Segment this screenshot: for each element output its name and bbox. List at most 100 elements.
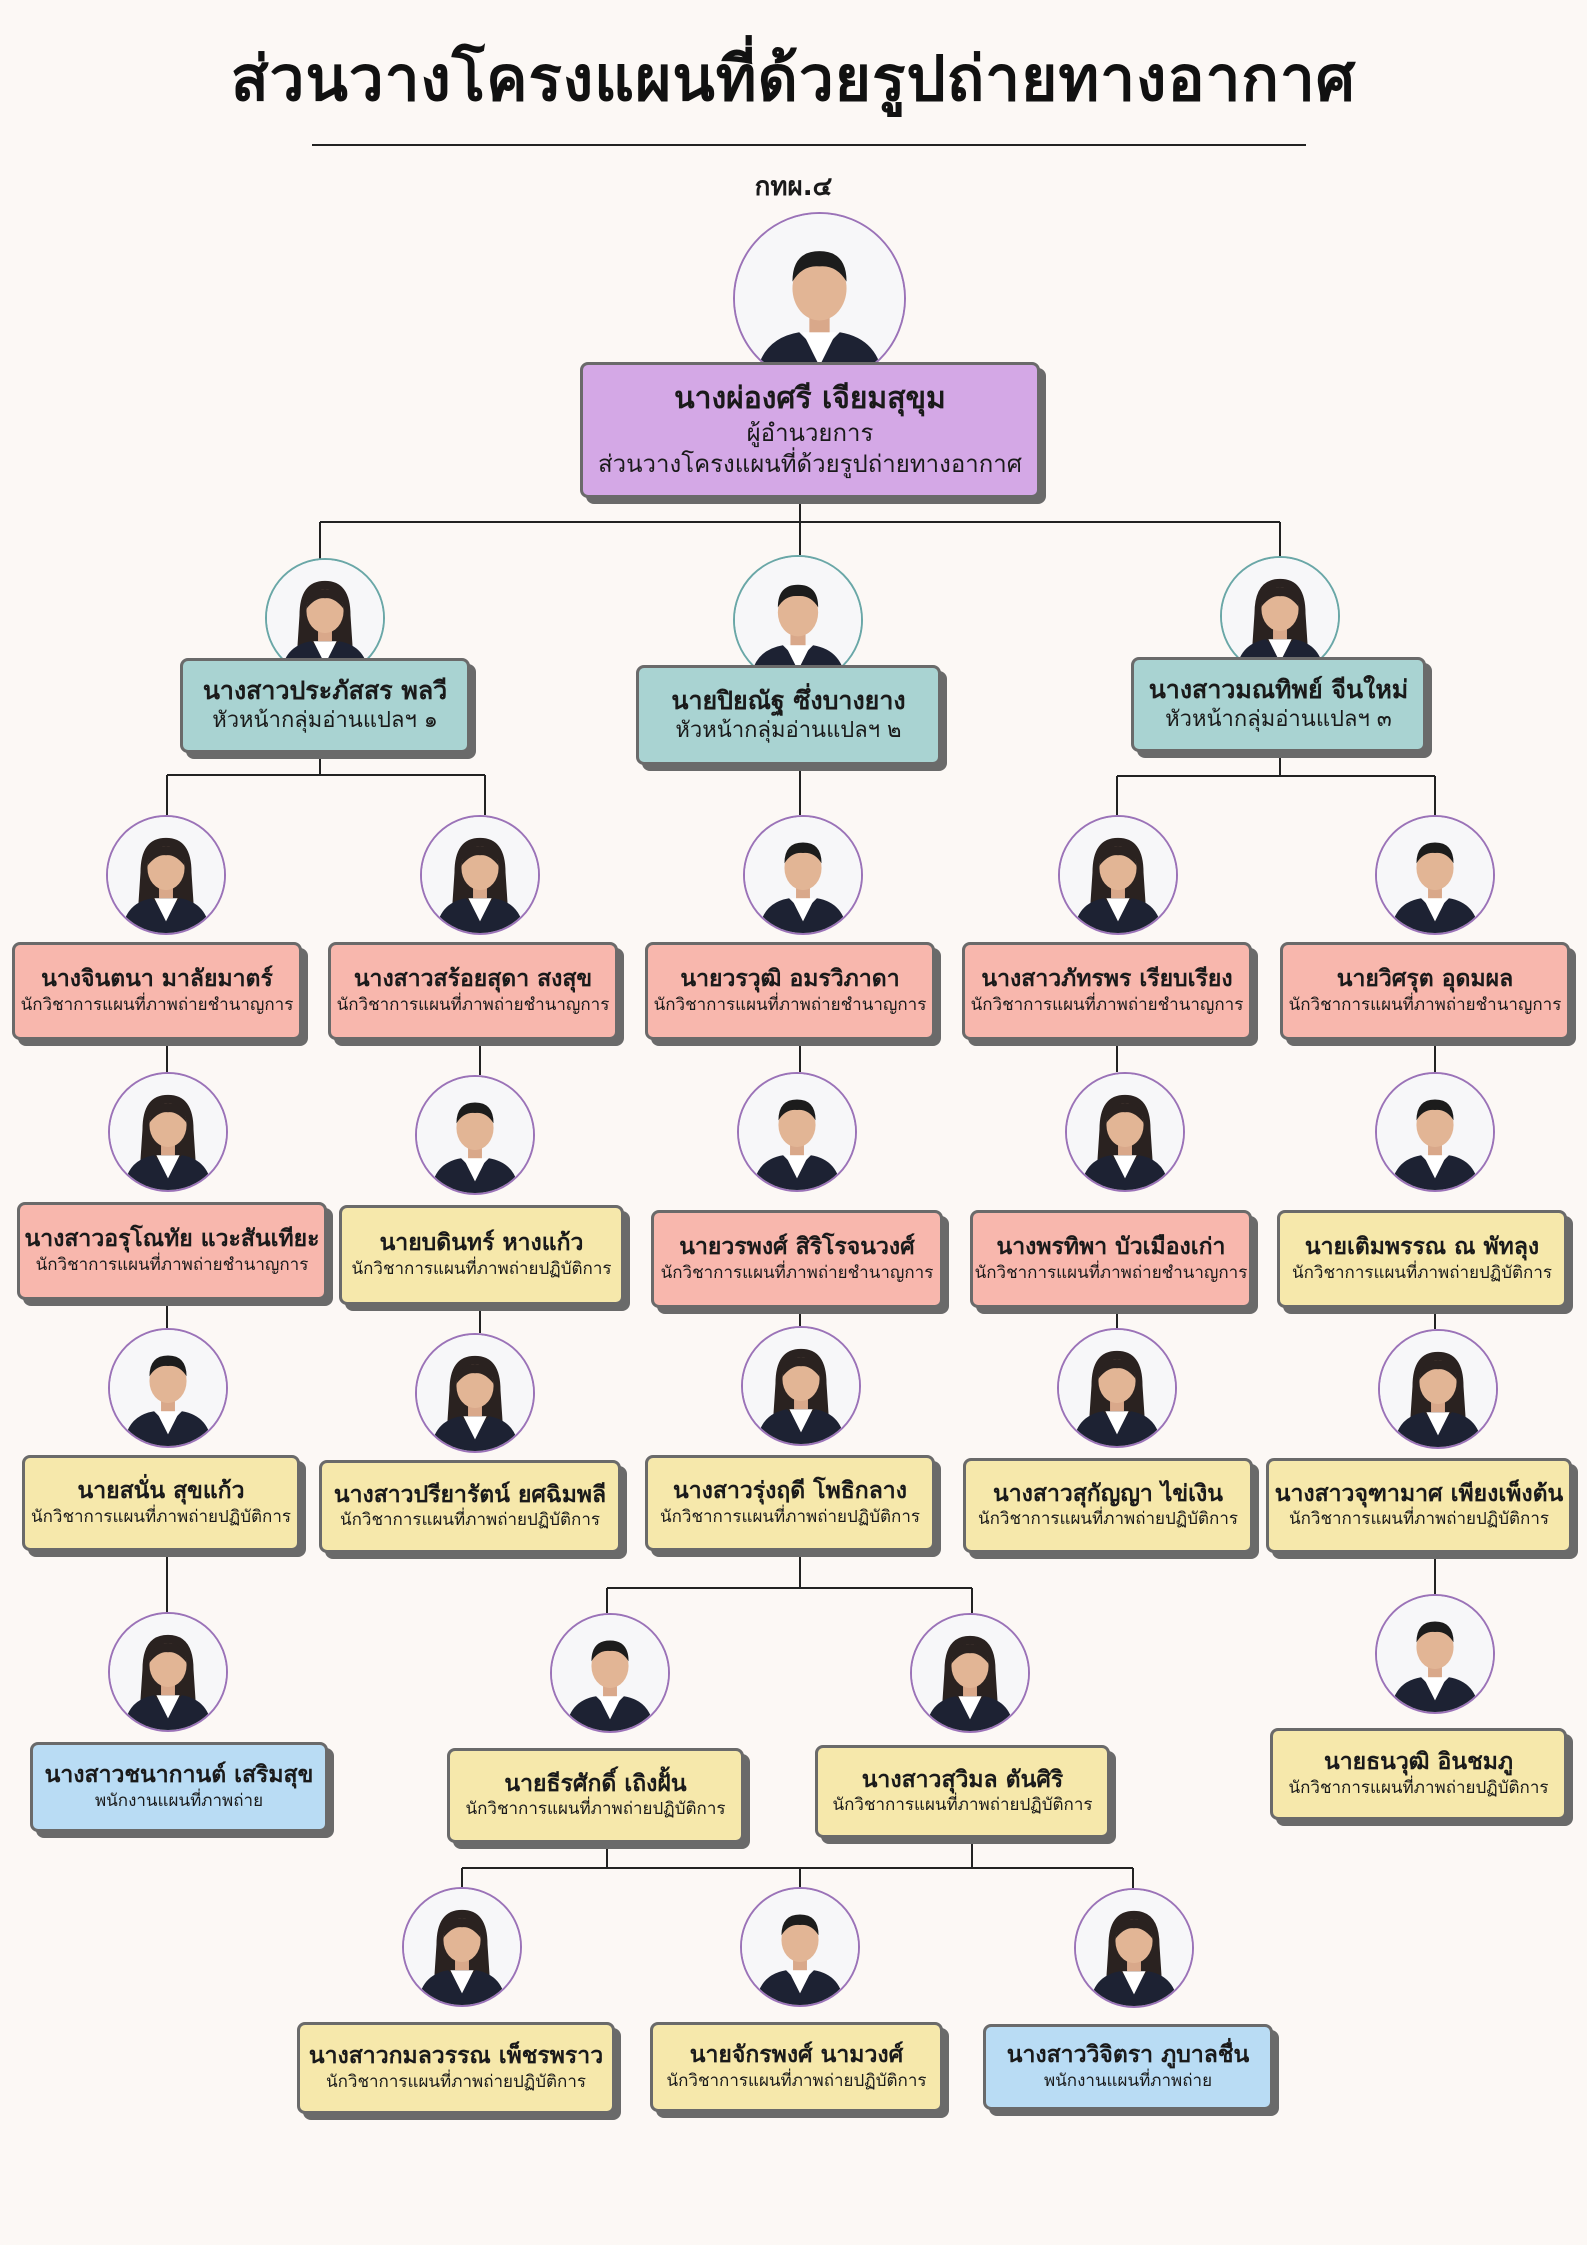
avatar-p7 <box>415 1075 535 1195</box>
person-role: พนักงานแผนที่ภาพถ่าย <box>1043 2070 1213 2091</box>
card-p9: นางพรทิพา บัวเมืองเก่า นักวิชาการแผนที่ภ… <box>970 1210 1252 1308</box>
person-name: นางพรทิพา บัวเมืองเก่า <box>996 1234 1226 1261</box>
person-role: นักวิชาการแผนที่ภาพถ่ายชำนาญการ <box>660 1262 934 1283</box>
person-name: นางสาวประภัสสร พลวี <box>202 676 448 706</box>
person-role: นักวิชาการแผนที่ภาพถ่ายปฏิบัติการ <box>666 2070 927 2091</box>
avatar-p19 <box>1375 1594 1495 1714</box>
portrait-silhouette <box>1377 1074 1493 1190</box>
person-role: นักวิชาการแผนที่ภาพถ่ายปฏิบัติการ <box>659 1506 921 1527</box>
portrait-silhouette <box>404 1889 520 2005</box>
portrait-silhouette <box>1059 1330 1175 1446</box>
person-name: นางสาวจุฑามาศ เพียงเพ็งต้น <box>1274 1480 1564 1507</box>
person-role: นักวิชาการแผนที่ภาพถ่ายชำนาญการ <box>20 994 294 1015</box>
person-role: นักวิชาการแผนที่ภาพถ่ายปฏิบัติการ <box>465 1799 726 1820</box>
person-name: นางสาวอรุโณทัย แวะสันเทียะ <box>24 1226 320 1253</box>
avatar-p2 <box>420 815 540 935</box>
card-p8: นายวรพงศ์ สิริโรจนวงศ์ นักวิชาการแผนที่ภ… <box>651 1210 943 1308</box>
avatar-p11 <box>108 1328 228 1448</box>
portrait-silhouette <box>110 1074 226 1190</box>
card-p14: นางสาวสุกัญญา ไข่เงิน นักวิชาการแผนที่ภา… <box>963 1458 1253 1553</box>
card-p22: นางสาววิจิตรา ภูบาลชื่น พนักงานแผนที่ภาพ… <box>983 2024 1273 2110</box>
card-p11: นายสนั่น สุขแก้ว นักวิชาการแผนที่ภาพถ่าย… <box>22 1455 300 1551</box>
person-name: นายวิศรุต อุดมผล <box>1336 966 1514 993</box>
person-name: นางสาวสุวิมล ตันศิริ <box>861 1766 1064 1793</box>
portrait-silhouette <box>110 1330 226 1446</box>
card-p4: นางสาวภัทรพร เรียบเรียง นักวิชาการแผนที่… <box>962 942 1252 1040</box>
person-name: นายปิยณัฐ ซึ่งบางยาง <box>671 685 906 715</box>
card-p6: นางสาวอรุโณทัย แวะสันเทียะ นักวิชาการแผน… <box>17 1202 327 1300</box>
person-role: นักวิชาการแผนที่ภาพถ่ายปฏิบัติการ <box>1288 1777 1549 1798</box>
portrait-silhouette <box>739 1074 855 1190</box>
person-role: นักวิชาการแผนที่ภาพถ่ายปฏิบัติการ <box>832 1795 1093 1816</box>
card-p7: นายบดินทร์ หางแก้ว นักวิชาการแผนที่ภาพถ่… <box>339 1205 624 1305</box>
portrait-silhouette <box>1076 1890 1192 2006</box>
person-name: นายสนั่น สุขแก้ว <box>77 1478 245 1505</box>
portrait-silhouette <box>1067 1074 1183 1190</box>
person-role: พนักงานแผนที่ภาพถ่าย <box>94 1790 264 1811</box>
card-p13: นางสาวรุ่งฤดี โพธิกลาง นักวิชาการแผนที่ภ… <box>645 1455 935 1551</box>
person-role-unit: ส่วนวางโครงแผนที่ด้วยรูปถ่ายทางอากาศ <box>598 449 1022 478</box>
card-p16: นางสาวชนากานต์ เสริมสุข พนักงานแผนที่ภาพ… <box>30 1742 328 1832</box>
card-p2: นางสาวสร้อยสุดา สงสุข นักวิชาการแผนที่ภา… <box>328 942 618 1040</box>
avatar-p10 <box>1375 1072 1495 1192</box>
avatar-p14 <box>1057 1328 1177 1448</box>
person-name: นายธีรศักดิ์ เถิงฝั้น <box>504 1770 687 1797</box>
title-divider <box>312 144 1306 146</box>
card-p18: นางสาวสุวิมล ตันศิริ นักวิชาการแผนที่ภาพ… <box>815 1745 1110 1838</box>
avatar-p22 <box>1074 1888 1194 2008</box>
person-name: นายเติมพรรณ ณ พัทลุง <box>1304 1234 1540 1261</box>
card-head2: นายปิยณัฐ ซึ่งบางยาง หัวหน้ากลุ่มอ่านแปล… <box>636 665 941 765</box>
person-role: นักวิชาการแผนที่ภาพถ่ายชำนาญการ <box>1288 994 1562 1015</box>
person-name: นางสาววิจิตรา ภูบาลชื่น <box>1006 2042 1250 2069</box>
page-subtitle: กทผ.๔ <box>754 172 833 202</box>
person-role: นักวิชาการแผนที่ภาพถ่ายชำนาญการ <box>974 1262 1248 1283</box>
portrait-silhouette <box>110 1614 226 1730</box>
card-p19: นายธนวุฒิ อินชมภู นักวิชาการแผนที่ภาพถ่า… <box>1270 1728 1567 1820</box>
portrait-silhouette <box>743 1328 859 1444</box>
portrait-silhouette <box>912 1615 1028 1731</box>
person-role: นักวิชาการแผนที่ภาพถ่ายชำนาญการ <box>970 994 1244 1015</box>
avatar-p8 <box>737 1072 857 1192</box>
person-role: นักวิชาการแผนที่ภาพถ่ายปฏิบัติการ <box>339 1510 601 1531</box>
card-head3: นางสาวมณทิพย์ จีนใหม่ หัวหน้ากลุ่มอ่านแป… <box>1131 657 1426 752</box>
portrait-silhouette <box>735 214 904 383</box>
avatar-director <box>733 212 906 385</box>
avatar-p13 <box>741 1326 861 1446</box>
person-role: นักวิชาการแผนที่ภาพถ่ายปฏิบัติการ <box>1291 1262 1553 1283</box>
card-p15: นางสาวจุฑามาศ เพียงเพ็งต้น นักวิชาการแผน… <box>1266 1458 1572 1553</box>
portrait-silhouette <box>108 817 224 933</box>
avatar-p12 <box>415 1333 535 1453</box>
person-name: นางสาวสร้อยสุดา สงสุข <box>353 966 593 993</box>
person-name: นายวรวุฒิ อมรวิภาดา <box>680 966 900 993</box>
person-name: นายบดินทร์ หางแก้ว <box>379 1230 584 1257</box>
person-name: นางสาวกมลวรรณ เพ็ชรพราว <box>308 2043 604 2070</box>
avatar-head1 <box>265 558 385 678</box>
person-role: ผู้อำนวยการ <box>746 418 874 447</box>
person-name: นางสาวสุกัญญา ไข่เงิน <box>993 1480 1223 1507</box>
portrait-silhouette <box>1377 817 1493 933</box>
portrait-silhouette <box>1222 558 1338 674</box>
avatar-head3 <box>1220 556 1340 676</box>
person-role: นักวิชาการแผนที่ภาพถ่ายชำนาญการ <box>35 1254 309 1275</box>
avatar-p16 <box>108 1612 228 1732</box>
person-name: นางจินตนา มาลัยมาตร์ <box>41 966 273 993</box>
portrait-silhouette <box>1377 1596 1493 1712</box>
card-p1: นางจินตนา มาลัยมาตร์ นักวิชาการแผนที่ภาพ… <box>12 942 302 1040</box>
person-role: นักวิชาการแผนที่ภาพถ่ายปฏิบัติการ <box>30 1506 292 1527</box>
person-name: นางผ่องศรี เจียมสุขุม <box>674 381 946 417</box>
portrait-silhouette <box>742 1889 858 2005</box>
person-role: นักวิชาการแผนที่ภาพถ่ายปฏิบัติการ <box>977 1509 1239 1530</box>
avatar-p3 <box>743 815 863 935</box>
card-director: นางผ่องศรี เจียมสุขุม ผู้อำนวยการ ส่วนวา… <box>580 362 1040 498</box>
person-role: หัวหน้ากลุ่มอ่านแปลฯ ๒ <box>675 717 902 743</box>
card-p21: นายจักรพงศ์ นามวงศ์ นักวิชาการแผนที่ภาพถ… <box>650 2022 943 2112</box>
portrait-silhouette <box>422 817 538 933</box>
avatar-p1 <box>106 815 226 935</box>
person-name: นายวรพงศ์ สิริโรจนวงศ์ <box>679 1234 915 1261</box>
avatar-p4 <box>1058 815 1178 935</box>
avatar-p17 <box>550 1613 670 1733</box>
person-name: นางสาวปรียารัตน์ ยศฉิมพลี <box>333 1481 607 1508</box>
person-role: หัวหน้ากลุ่มอ่านแปลฯ ๑ <box>212 708 438 734</box>
card-p17: นายธีรศักดิ์ เถิงฝั้น นักวิชาการแผนที่ภา… <box>447 1748 744 1843</box>
